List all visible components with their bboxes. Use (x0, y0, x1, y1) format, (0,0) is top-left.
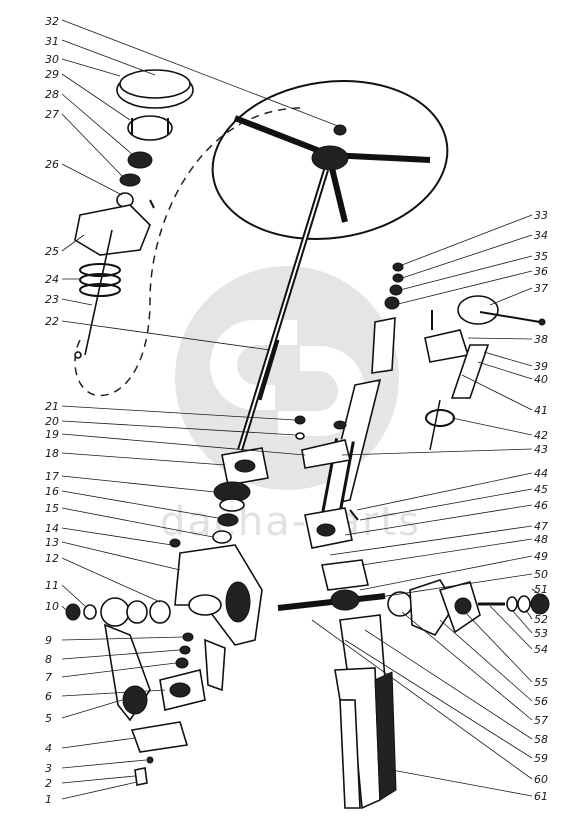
callout-61: 61 (534, 790, 548, 803)
callout-58: 58 (534, 733, 548, 746)
callout-10: 10 (45, 600, 59, 613)
callout-7: 7 (45, 671, 52, 684)
callout-13: 13 (45, 536, 59, 549)
callout-38: 38 (534, 333, 548, 346)
callout-28: 28 (45, 88, 59, 101)
callouts-right: 33 34 35 36 37 38 39 40 41 42 43 44 45 4… (311, 209, 548, 803)
callout-39: 39 (534, 360, 548, 373)
callout-15: 15 (45, 502, 59, 515)
callout-41: 41 (534, 404, 548, 417)
callout-43: 43 (534, 443, 548, 456)
column-jacket (301, 420, 359, 549)
callout-26: 26 (45, 158, 59, 171)
callouts-left: 32 31 30 29 28 27 26 25 24 23 22 21 20 1… (45, 15, 339, 806)
callout-22: 22 (45, 315, 59, 328)
steering-shaft (237, 169, 329, 451)
shaft-lower-bearings (212, 415, 306, 544)
callout-59: 59 (534, 752, 548, 765)
callout-27: 27 (45, 108, 59, 121)
callout-11: 11 (45, 579, 59, 592)
steering-box (169, 538, 263, 692)
callout-36: 36 (534, 265, 548, 278)
callout-12: 12 (45, 552, 59, 565)
callout-53: 53 (534, 627, 548, 640)
frame-bracket (334, 614, 397, 810)
callout-32: 32 (45, 15, 59, 28)
callout-46: 46 (534, 499, 548, 512)
callout-14: 14 (45, 522, 59, 535)
callout-60: 60 (534, 773, 548, 786)
callout-52: 52 (534, 613, 548, 626)
callout-16: 16 (45, 485, 59, 498)
callout-19: 19 (45, 428, 59, 441)
callout-6a: 6 (45, 690, 52, 703)
callout-1: 1 (45, 793, 52, 806)
callout-34: 34 (534, 229, 548, 242)
watermark-text: dacha-parts (160, 499, 421, 545)
callout-55: 55 (534, 676, 548, 689)
callout-25: 25 (45, 245, 59, 258)
callout-5: 5 (45, 712, 52, 725)
callout-23: 23 (45, 293, 59, 306)
callout-35: 35 (534, 250, 548, 263)
callout-30: 30 (45, 53, 59, 66)
callout-9: 9 (45, 634, 52, 647)
callout-20: 20 (45, 415, 59, 428)
callout-37: 37 (534, 282, 548, 295)
callout-33: 33 (534, 209, 548, 222)
callout-56: 56 (534, 695, 548, 708)
callout-45: 45 (534, 483, 548, 496)
callout-24: 24 (45, 273, 59, 286)
callout-3: 3 (45, 762, 52, 775)
callout-4: 4 (45, 742, 52, 755)
callout-21: 21 (45, 400, 59, 413)
callout-44: 44 (534, 467, 548, 480)
callout-47: 47 (534, 520, 548, 533)
switch-bracket (424, 295, 546, 451)
callout-31: 31 (45, 35, 59, 48)
callout-2: 2 (45, 777, 52, 790)
callout-18: 18 (45, 447, 59, 460)
callout-51: 51 (534, 583, 548, 596)
callout-8: 8 (45, 653, 52, 666)
callout-54: 54 (534, 643, 548, 656)
steering-wheel (211, 80, 449, 240)
callout-50: 50 (534, 568, 548, 581)
pitman-arm (65, 597, 206, 786)
worm-gear-assembly (277, 559, 550, 637)
callout-49: 49 (534, 550, 548, 563)
callout-48: 48 (534, 533, 548, 546)
horn-assembly (74, 69, 194, 359)
callout-42: 42 (534, 429, 548, 442)
callout-17: 17 (45, 470, 59, 483)
callout-57: 57 (534, 714, 548, 727)
callout-29: 29 (45, 68, 59, 81)
swing-arc-dashed (74, 107, 301, 397)
callout-40: 40 (534, 373, 548, 386)
